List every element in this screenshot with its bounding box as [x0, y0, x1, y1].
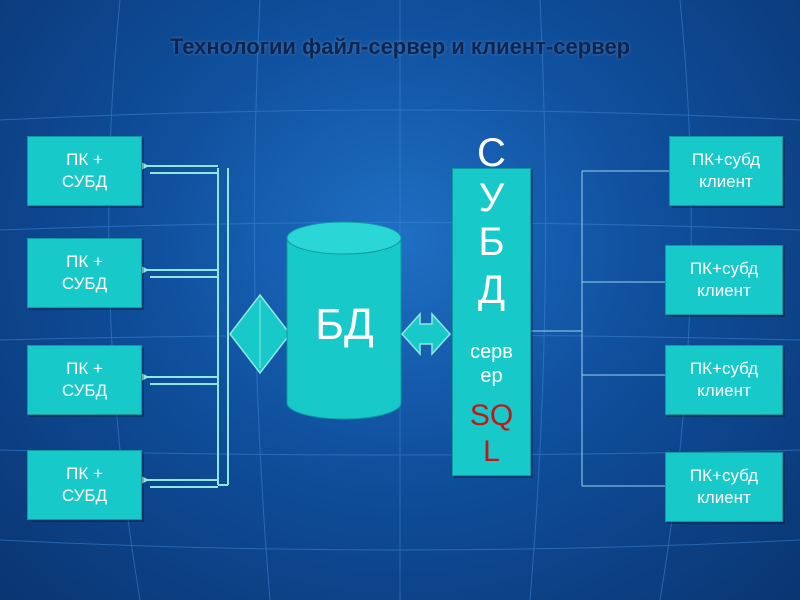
- left-client-label: ПК + СУБД: [61, 359, 108, 400]
- database-cylinder: [286, 221, 402, 420]
- dbms-server-column: [452, 168, 531, 476]
- right-client-label: ПК+субд клиент: [689, 359, 759, 400]
- right-client-box-2: ПК+субд клиент: [665, 245, 783, 315]
- right-client-label: ПК+субд клиент: [689, 259, 759, 300]
- right-client-box-4: ПК+субд клиент: [665, 452, 783, 522]
- right-client-box-1: ПК+субд клиент: [669, 136, 783, 206]
- left-client-box-3: ПК + СУБД: [27, 345, 142, 415]
- database-label: БД: [315, 300, 374, 349]
- left-client-label: ПК + СУБД: [61, 252, 108, 293]
- server-word-line2: ер: [480, 365, 503, 387]
- left-client-box-2: ПК + СУБД: [27, 238, 142, 308]
- server-letter: Б: [478, 220, 505, 264]
- left-client-box-4: ПК + СУБД: [27, 450, 142, 520]
- server-letter: У: [478, 176, 505, 220]
- server-word-line1: серв: [470, 341, 513, 363]
- left-client-label: ПК + СУБД: [61, 150, 108, 191]
- server-letter: С: [477, 131, 506, 175]
- page-title: Технологии файл-сервер и клиент-сервер: [169, 34, 631, 59]
- server-letter: Д: [477, 268, 506, 312]
- sql-line1: SQ: [469, 399, 514, 432]
- double-arrow-db-server: [400, 312, 452, 356]
- right-client-label: ПК+субд клиент: [689, 466, 759, 507]
- right-client-box-3: ПК+субд клиент: [665, 345, 783, 415]
- left-client-box-1: ПК + СУБД: [27, 136, 142, 206]
- right-client-label: ПК+субд клиент: [691, 150, 761, 191]
- sql-line2: L: [483, 435, 500, 468]
- left-client-label: ПК + СУБД: [61, 464, 108, 505]
